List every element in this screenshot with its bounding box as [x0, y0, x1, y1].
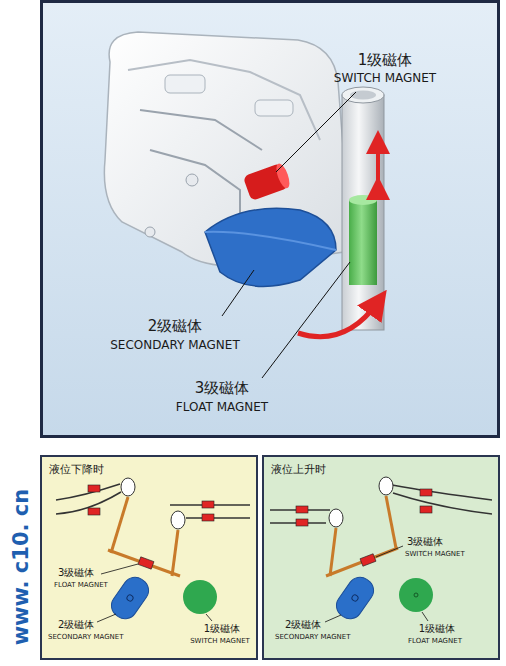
magnet-label-zh: 2级磁体: [148, 318, 203, 335]
magnet-label-en: FLOAT MAGNET: [176, 401, 268, 415]
magnet-label-en: SWITCH MAGNET: [334, 72, 436, 86]
watermark: www. c10. cn: [9, 489, 33, 646]
magnet-label-zh: 2级磁体: [285, 619, 321, 631]
magnet-label-zh: 1级磁体: [204, 623, 240, 635]
panel-heading: 液位下降时: [49, 462, 104, 477]
magnet-label-en: SECONDARY MAGNET: [110, 339, 240, 353]
magnet-label-en: FLOAT MAGNET: [54, 581, 108, 589]
magnet-label-zh: 1级磁体: [419, 623, 455, 635]
magnet-label-en: SECONDARY MAGNET: [48, 633, 124, 641]
panel-heading: 液位上升时: [271, 462, 326, 477]
magnet-label-en: SWITCH MAGNET: [190, 637, 250, 645]
magnet-label-en: FLOAT MAGNET: [408, 637, 462, 645]
magnet-label-zh: 3级磁体: [195, 380, 250, 397]
magnet-label-zh: 3级磁体: [407, 536, 443, 548]
magnet-label-zh: 3级磁体: [58, 567, 94, 579]
magnet-label-en: SECONDARY MAGNET: [275, 633, 351, 641]
magnet-label-zh: 1级磁体: [358, 52, 413, 69]
magnet-label-zh: 2级磁体: [58, 619, 94, 631]
magnet-label-en: SWITCH MAGNET: [405, 550, 465, 558]
